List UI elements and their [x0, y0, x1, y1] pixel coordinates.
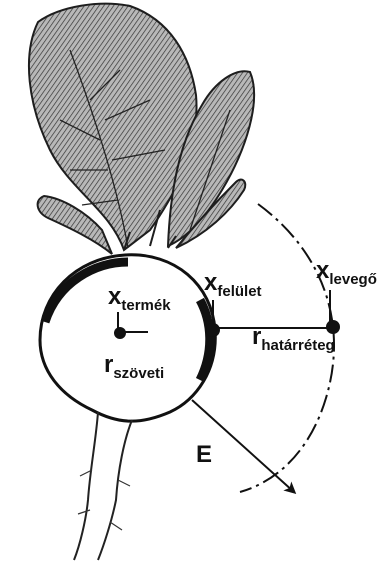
- radish-leaves: [29, 4, 254, 254]
- point-felulet: [206, 323, 220, 337]
- radish-root: [74, 412, 132, 560]
- label-x-felulet: xfelület: [204, 269, 262, 300]
- point-termek: [114, 327, 126, 339]
- point-levego: [326, 320, 340, 334]
- radish-outline: [40, 255, 215, 421]
- label-x-levego: xlevegő: [316, 257, 377, 288]
- label-e: E: [196, 441, 212, 468]
